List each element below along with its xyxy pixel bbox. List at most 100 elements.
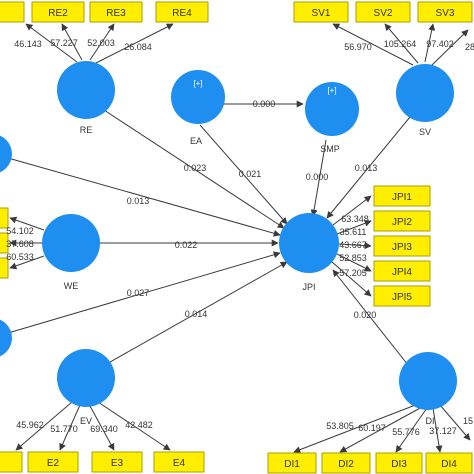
arrow-jpi-jpi2 <box>336 219 372 235</box>
measurement-arrows <box>9 23 471 453</box>
indicator-e3-box[interactable] <box>91 451 143 473</box>
path-di-jpi <box>332 269 413 371</box>
loading-jpi-c: 43.667 <box>339 240 367 250</box>
construct-di[interactable] <box>399 352 457 410</box>
indicator-e2-box[interactable] <box>27 451 79 473</box>
indicator-di4-box[interactable] <box>425 452 473 474</box>
coef-left-bot-jpi: 0.027 <box>127 288 150 298</box>
path-smp-jpi <box>310 139 327 217</box>
indicator-e1-box[interactable] <box>0 451 23 473</box>
path-ea-jpi <box>199 124 288 225</box>
loading-jpi-d: 52.853 <box>339 253 367 263</box>
indicator-re2-label: RE2 <box>48 8 68 19</box>
indicator-jpi5-label: JPI5 <box>392 292 412 303</box>
loading-sv-c: 97.402 <box>426 39 454 49</box>
arrow-di-di1 <box>293 403 419 453</box>
indicator-jpi1-box[interactable] <box>373 185 431 207</box>
loading-we-c: 60.533 <box>6 252 34 262</box>
construct-left-bottom[interactable] <box>0 318 12 358</box>
indicator-di2-box[interactable] <box>321 452 371 474</box>
outer-loadings: 46.143 57.227 52.003 26.084 56.970 105.2… <box>6 38 474 437</box>
indicator-e2-label: E2 <box>47 458 60 469</box>
loading-ev-b: 51.770 <box>50 424 78 434</box>
indicator-we3-box[interactable] <box>0 257 9 279</box>
construct-sv[interactable] <box>396 64 454 122</box>
construct-we[interactable] <box>42 214 100 272</box>
construct-di-label: DI <box>426 416 435 426</box>
coef-ea-jpi: 0.021 <box>239 169 262 179</box>
arrow-re-re2 <box>61 23 83 61</box>
indicator-jpi2-box[interactable] <box>373 210 431 232</box>
construct-jpi-label: JPI <box>302 282 315 292</box>
indicator-jpi1-label: JPI1 <box>392 192 412 203</box>
arrow-sv-sv1 <box>332 23 414 66</box>
loading-ev-c: 69.340 <box>90 424 118 434</box>
construct-re-label: RE <box>80 125 93 135</box>
indicator-jpi2-label: JPI2 <box>392 217 412 228</box>
construct-smp-label: SMP <box>320 144 340 154</box>
indicator-e4-box[interactable] <box>153 451 205 473</box>
construct-jpi[interactable] <box>279 213 339 273</box>
indicator-re4-box[interactable] <box>155 1 209 23</box>
loading-sv-a: 56.970 <box>344 42 372 52</box>
construct-ea-label: EA <box>190 136 202 146</box>
coef-we-jpi: 0.022 <box>175 240 198 250</box>
indicator-sv1-box[interactable] <box>293 1 349 23</box>
loading-sv-d: 28 <box>465 42 474 52</box>
construct-ev[interactable] <box>57 349 115 407</box>
indicator-re1-box[interactable] <box>0 1 25 23</box>
coef-smp-jpi: 0.000 <box>306 172 329 182</box>
indicator-jpi4-box[interactable] <box>373 260 431 282</box>
indicator-sv1-label: SV1 <box>312 8 331 19</box>
construct-smp[interactable] <box>305 82 359 136</box>
indicator-sv3-box[interactable] <box>417 1 473 23</box>
arrow-jpi-jpi4 <box>336 253 372 272</box>
loading-sv-b: 105.264 <box>384 39 417 49</box>
path-ev-jpi <box>102 261 288 367</box>
indicator-jpi5-box[interactable] <box>373 285 431 307</box>
structural-paths <box>7 100 413 371</box>
indicator-re3-box[interactable] <box>89 1 143 23</box>
indicator-di1-box[interactable] <box>267 452 317 474</box>
path-left-bot-jpi <box>7 251 281 334</box>
arrow-di-di3 <box>395 407 428 453</box>
construct-re[interactable] <box>57 61 115 119</box>
indicator-re2-box[interactable] <box>31 1 85 23</box>
loading-ev-d: 42.482 <box>125 420 153 430</box>
indicator-re3-label: RE3 <box>106 8 126 19</box>
arrow-we-1 <box>9 216 45 231</box>
arrow-sv-sv3 <box>424 23 436 63</box>
loading-di-c: 55.776 <box>392 427 420 437</box>
indicator-di1-label: DI1 <box>284 459 300 470</box>
indicator-e4-label: E4 <box>173 458 186 469</box>
path-re-jpi <box>103 109 285 229</box>
construct-sv-label: SV <box>419 127 431 137</box>
loading-di-b: 60.197 <box>358 423 386 433</box>
indicator-re4-label: RE4 <box>172 8 192 19</box>
indicator-we1-box[interactable] <box>0 207 9 229</box>
loading-re-a: 46.143 <box>14 39 42 49</box>
loading-we-b: 37.608 <box>6 239 34 249</box>
loading-re-d: 26.084 <box>124 42 152 52</box>
coef-sv-jpi: 0.013 <box>355 163 378 173</box>
indicator-jpi3-box[interactable] <box>373 235 431 257</box>
coef-ea-smp: 0.000 <box>253 99 276 109</box>
path-left-top-jpi <box>7 157 281 237</box>
arrow-jpi-jpi3 <box>338 242 372 250</box>
indicator-di3-box[interactable] <box>375 452 423 474</box>
loading-re-c: 52.003 <box>87 38 115 48</box>
indicator-sv2-box[interactable] <box>355 1 411 23</box>
indicator-jpi4-label: JPI4 <box>392 267 412 278</box>
construct-ea[interactable] <box>171 70 225 124</box>
indicator-sv3-label: SV3 <box>436 8 455 19</box>
arrow-di-di2 <box>339 406 423 453</box>
loading-jpi-b: 35.611 <box>340 227 367 237</box>
construct-left-top[interactable] <box>0 134 12 174</box>
construct-we-label: WE <box>64 281 79 291</box>
arrow-jpi-jpi1 <box>332 195 372 226</box>
indicator-we2-box[interactable] <box>0 232 9 254</box>
arrow-ev-e3 <box>89 405 115 451</box>
construct-ev-label: EV <box>80 416 92 426</box>
